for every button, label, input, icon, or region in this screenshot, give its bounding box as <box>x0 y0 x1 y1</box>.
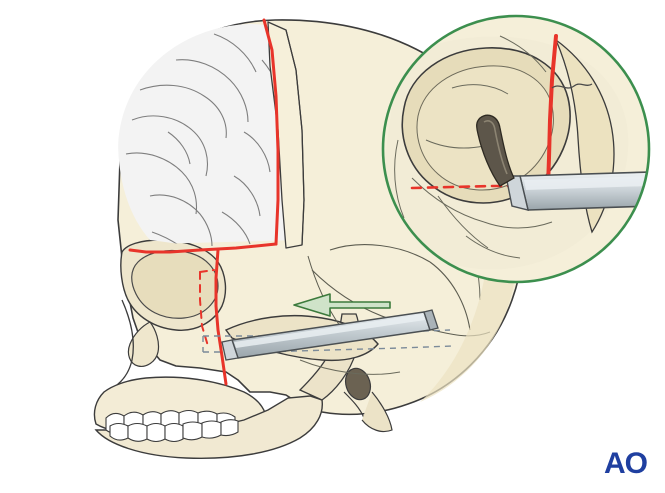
ao-logo: AO <box>604 447 648 480</box>
brain-outline <box>118 24 300 247</box>
osteotomy-line-red <box>128 18 280 386</box>
osteotome-instrument <box>221 309 439 361</box>
mandible-teeth <box>105 409 239 443</box>
magnifier-inset <box>381 14 651 284</box>
craniotomy-flap <box>267 21 305 249</box>
direction-arrow <box>293 293 391 317</box>
